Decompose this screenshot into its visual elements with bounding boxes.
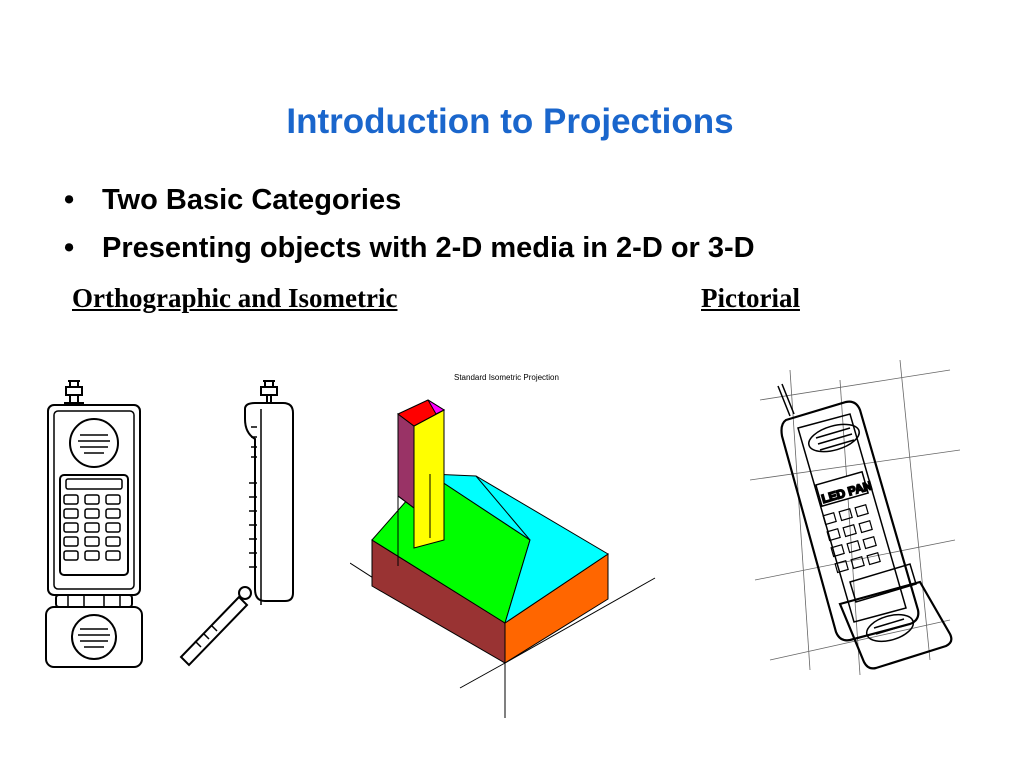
- orthographic-label: Orthographic and Isometric: [72, 283, 398, 313]
- phone-front-view: [45, 380, 143, 668]
- bullet-list: • Two Basic Categories • Presenting object…: [64, 180, 755, 276]
- bullet-text: Two Basic Categories: [102, 184, 402, 216]
- bullet-item: • Two Basic Categories: [64, 180, 755, 228]
- slide-title: Introduction to Projections: [286, 102, 734, 141]
- bullet-dot: •: [64, 184, 75, 216]
- bullet-dot: •: [64, 232, 75, 264]
- isometric-house-figure: Standard Isometric Projection: [350, 373, 656, 718]
- bullet-item: • Presenting objects with 2-D media in 2-…: [64, 228, 755, 276]
- phone-side-view: [179, 380, 294, 667]
- pictorial-label: Pictorial: [701, 283, 800, 313]
- pictorial-phone-sketch: LED PAN: [750, 360, 960, 676]
- iso-caption: Standard Isometric Projection: [454, 373, 559, 382]
- bullet-text: Presenting objects with 2-D media in 2-D…: [102, 232, 755, 264]
